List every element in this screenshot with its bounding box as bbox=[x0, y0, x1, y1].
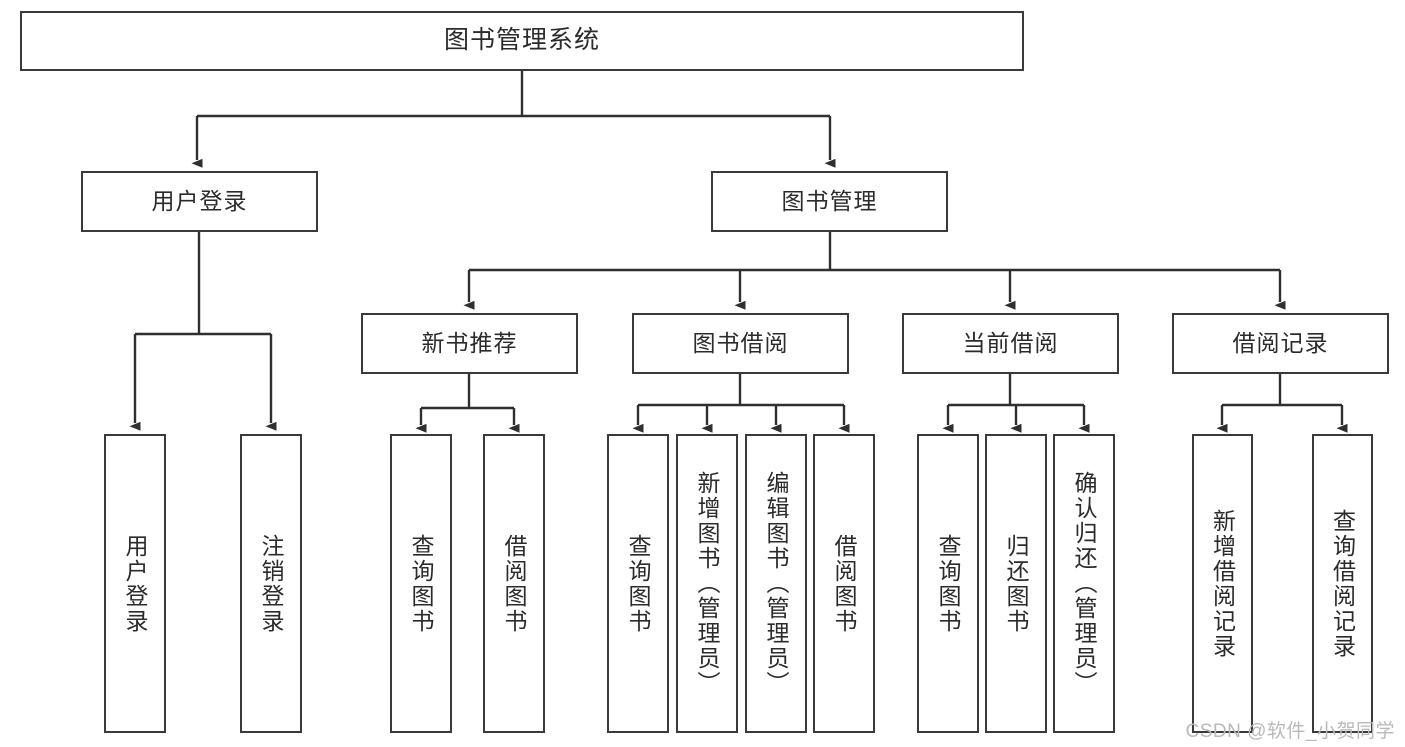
leaf-rec-query-label: 查询图书 bbox=[408, 533, 435, 634]
leaf-borrow-lend[interactable]: 借阅图书 bbox=[813, 434, 875, 733]
leaf-cur-return-label: 归还图书 bbox=[1003, 533, 1030, 634]
node-book-borrow[interactable]: 图书借阅 bbox=[632, 313, 849, 374]
leaf-borrow-add[interactable]: 新增图书（管理员） bbox=[676, 434, 738, 733]
node-borrow-record-label: 借阅记录 bbox=[1232, 329, 1329, 356]
node-current-borrow-label: 当前借阅 bbox=[962, 329, 1059, 356]
leaf-cur-confirm[interactable]: 确认归还（管理员） bbox=[1053, 434, 1115, 733]
leaf-rec-add-label: 新增借阅记录 bbox=[1209, 508, 1236, 659]
node-user-login[interactable]: 用户登录 bbox=[81, 171, 318, 232]
leaf-borrow-query-label: 查询图书 bbox=[625, 533, 652, 634]
node-user-login-label: 用户登录 bbox=[151, 187, 248, 214]
leaf-borrow-lend-label: 借阅图书 bbox=[831, 533, 858, 634]
leaf-borrow-add-label: 新增图书（管理员） bbox=[694, 471, 721, 696]
leaf-user-login[interactable]: 用户登录 bbox=[104, 434, 166, 733]
node-book-manage[interactable]: 图书管理 bbox=[711, 171, 948, 232]
leaf-rec-search-label: 查询借阅记录 bbox=[1329, 508, 1356, 659]
node-root-label: 图书管理系统 bbox=[443, 26, 600, 55]
leaf-borrow-edit-label: 编辑图书（管理员） bbox=[763, 471, 790, 696]
leaf-user-logout[interactable]: 注销登录 bbox=[240, 434, 302, 733]
node-book-borrow-label: 图书借阅 bbox=[692, 329, 789, 356]
leaf-cur-confirm-label: 确认归还（管理员） bbox=[1071, 471, 1098, 696]
leaf-cur-return[interactable]: 归还图书 bbox=[985, 434, 1047, 733]
node-new-book-rec-label: 新书推荐 bbox=[421, 329, 518, 356]
leaf-borrow-edit[interactable]: 编辑图书（管理员） bbox=[745, 434, 807, 733]
node-borrow-record[interactable]: 借阅记录 bbox=[1172, 313, 1389, 374]
node-new-book-rec[interactable]: 新书推荐 bbox=[361, 313, 578, 374]
leaf-rec-borrow-label: 借阅图书 bbox=[501, 533, 528, 634]
leaf-cur-query[interactable]: 查询图书 bbox=[917, 434, 979, 733]
node-current-borrow[interactable]: 当前借阅 bbox=[902, 313, 1119, 374]
leaf-rec-borrow[interactable]: 借阅图书 bbox=[483, 434, 545, 733]
leaf-rec-search[interactable]: 查询借阅记录 bbox=[1312, 434, 1373, 733]
leaf-rec-add[interactable]: 新增借阅记录 bbox=[1192, 434, 1253, 733]
node-book-manage-label: 图书管理 bbox=[781, 187, 878, 214]
leaf-cur-query-label: 查询图书 bbox=[935, 533, 962, 634]
leaf-user-logout-label: 注销登录 bbox=[258, 533, 285, 634]
node-root[interactable]: 图书管理系统 bbox=[20, 11, 1024, 71]
leaf-user-login-label: 用户登录 bbox=[122, 533, 149, 634]
leaf-borrow-query[interactable]: 查询图书 bbox=[607, 434, 669, 733]
leaf-rec-query[interactable]: 查询图书 bbox=[390, 434, 452, 733]
